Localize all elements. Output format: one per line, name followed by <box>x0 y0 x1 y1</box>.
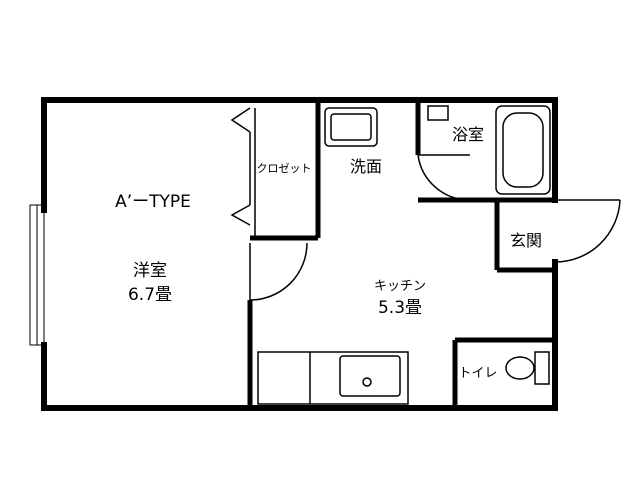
interior-walls <box>247 100 555 408</box>
kitchen-size: 5.3畳 <box>378 298 422 318</box>
kitchen-name: キッチン <box>374 279 426 294</box>
western-room-name: 洋室 <box>133 261 167 281</box>
exterior-walls <box>41 97 558 411</box>
bathroom-door <box>417 154 471 201</box>
closet-folding-doors <box>230 107 256 238</box>
entrance-name: 玄関 <box>510 231 542 250</box>
kitchen-counter <box>257 351 409 405</box>
entrance-door <box>554 199 621 263</box>
bath-faucet <box>427 105 449 121</box>
toilet-fixture <box>505 351 550 385</box>
bathtub <box>495 105 551 195</box>
wash-basin <box>324 107 378 147</box>
western-room-size: 6.7畳 <box>128 285 172 305</box>
western-room-door <box>249 242 308 301</box>
washroom-name: 洗面 <box>350 157 382 176</box>
toilet-name: トイレ <box>458 366 497 381</box>
left-window <box>29 204 45 346</box>
closet-name: クロゼット <box>257 162 312 175</box>
bathroom-name: 浴室 <box>452 125 484 144</box>
type-label: A’ーTYPE <box>115 192 191 212</box>
